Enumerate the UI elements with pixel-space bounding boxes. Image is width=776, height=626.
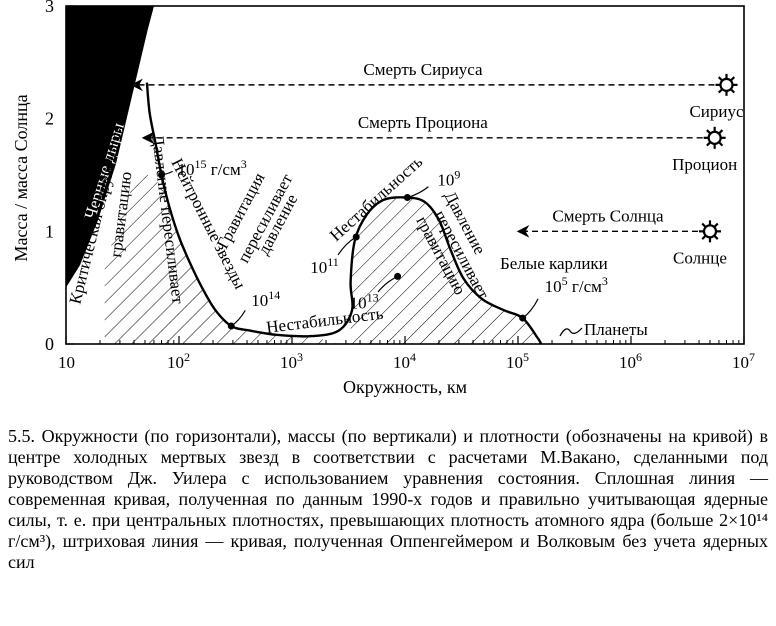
x-tick-label: 105 <box>506 350 529 372</box>
x-tick-label: 102 <box>167 350 190 372</box>
planets-leader <box>559 327 583 337</box>
density-label: 1014 <box>251 288 280 310</box>
density-leader <box>337 236 357 256</box>
density-label: 1011 <box>310 255 339 277</box>
x-tick-label: 104 <box>393 350 416 372</box>
density-label: 1013 <box>350 290 379 312</box>
density-leader <box>407 186 429 199</box>
death-label: Смерть Солнца <box>552 206 664 225</box>
x-tick-label: 107 <box>732 350 755 372</box>
star-icon <box>698 220 721 243</box>
y-tick-label: 1 <box>45 221 54 241</box>
y-tick-label: 3 <box>45 0 54 16</box>
mass-circumference-chart: 10 102 103 104 105 106 107 0 1 2 3 1015 г/см3 1014… <box>11 0 755 397</box>
y-axis-label: Масса / масса Солнца <box>11 94 31 261</box>
figure-caption: 5.5. Окружности (по горизонтали), массы … <box>8 426 768 572</box>
star-name: Сириус <box>689 102 744 121</box>
y-tick-label: 0 <box>45 334 54 354</box>
death-label: Смерть Проциона <box>358 113 488 132</box>
death-label: Смерть Сириуса <box>363 60 483 79</box>
y-axis-ticks: 0 1 2 3 <box>45 0 74 354</box>
star-icon <box>715 73 738 96</box>
star-name: Процион <box>672 155 737 174</box>
solid-curve <box>145 82 543 345</box>
star-icon <box>703 126 726 149</box>
density-leader <box>230 310 246 327</box>
x-tick-label: 106 <box>619 350 642 372</box>
density-label: 1015 г/см3 <box>177 157 246 179</box>
density-leader <box>522 298 539 319</box>
hatched-region-right <box>350 197 542 344</box>
density-label: 105 г/см3 <box>545 274 608 296</box>
density-markers: 1015 г/см3 1014 1011 1013 109 105 г/см3 <box>157 157 608 330</box>
density-leader <box>377 275 398 293</box>
x-axis-label: Окружность, км <box>343 377 467 397</box>
label-planets: Планеты <box>584 320 648 339</box>
x-axis-ticks: 10 102 103 104 105 106 107 <box>58 336 755 372</box>
black-hole-region <box>66 6 154 288</box>
x-tick-label: 103 <box>280 350 303 372</box>
hatched-region-left <box>104 175 339 344</box>
star-name: Солнце <box>673 248 727 267</box>
density-leader <box>161 170 173 176</box>
x-tick-label: 10 <box>58 353 75 372</box>
density-label: 109 <box>437 168 460 190</box>
y-tick-label: 2 <box>45 109 54 129</box>
label-white-dwarfs: Белые карлики <box>500 254 608 273</box>
